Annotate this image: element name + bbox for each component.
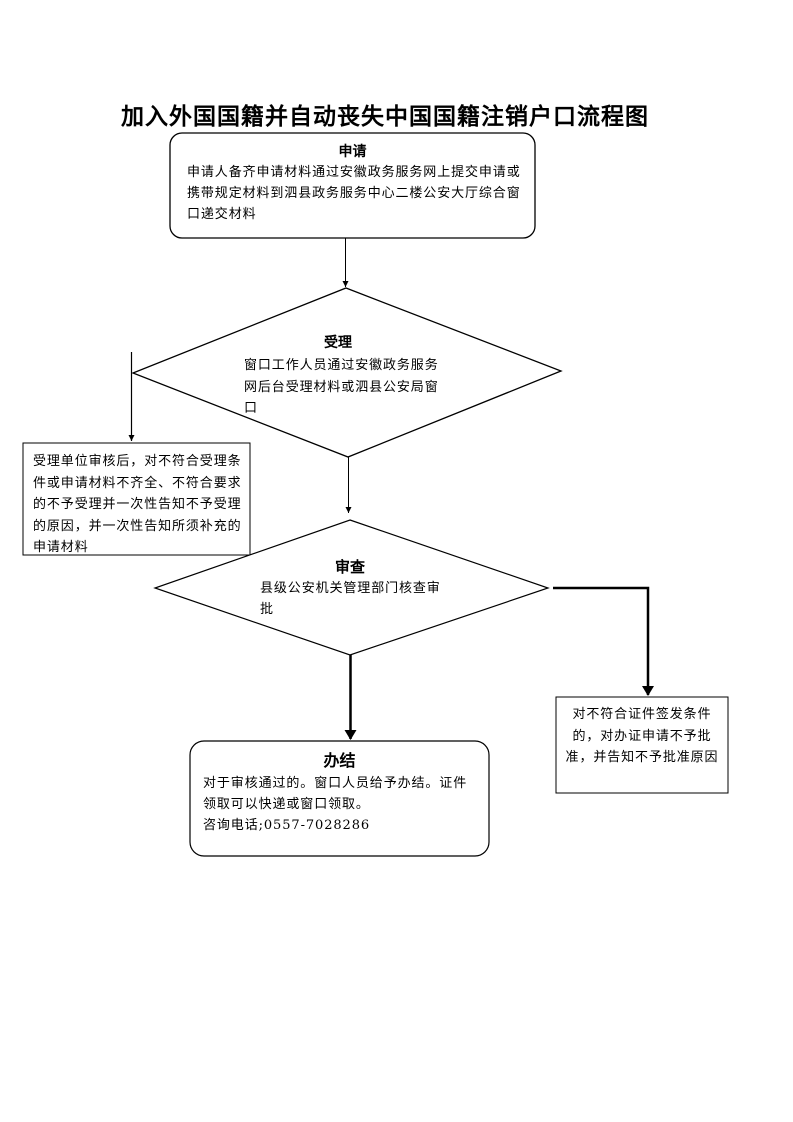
complete-box [189,740,490,857]
reject-review-line: 对不符合证件签发条件 [572,707,712,722]
contact-phone: 咨询电话;0557-7028286 [203,818,371,833]
reject-accept-line: 受理单位审核后，对不符合受理条 [33,454,242,469]
apply-line: 申请人备齐申请材料通过安徽政务服务网上提交申请或 [187,165,521,180]
apply-heading: 申请 [338,144,367,160]
reject-accept-line: 件或申请材料不齐全、不符合要求 [33,475,242,491]
review-line: 批 [260,602,274,617]
complete-heading: 办结 [323,751,356,770]
reject-review-box [555,696,729,794]
review-text: 县级公安机关管理部门核查审 批 [260,578,441,620]
accept-line: 网后台受理材料或泗县公安局窗 [244,379,439,395]
accept-line: 窗口工作人员通过安徽政务服务 [244,358,439,373]
reject-accept-line: 申请材料 [33,540,89,555]
complete-text: 对于审核通过的。窗口人员给予办结。证件 领取可以快递或窗口领取。 咨询电话;05… [203,773,467,836]
reject-review-text: 对不符合证件签发条件 的，对办证申请不予批 准，并告知不予批准原因 [556,704,728,769]
apply-line: 口递交材料 [187,207,257,222]
review-heading: 审查 [334,558,365,576]
reject-accept-text: 受理单位审核后，对不符合受理条 件或申请材料不齐全、不符合要求 的不予受理并一次… [33,451,242,559]
apply-text: 申请人备齐申请材料通过安徽政务服务网上提交申请或 携带规定材料到泗县政务服务中心… [187,162,521,225]
arrow-review-to-reject [553,586,654,696]
apply-box [169,132,536,239]
reject-accept-box [22,442,251,556]
reject-review-line: 准，并告知不予批准原因 [565,750,719,765]
reject-accept-line: 的不予受理并一次性告知不予受理 [33,497,242,512]
reject-accept-line: 的原因，并一次性告知所须补充的 [33,518,242,534]
apply-line: 携带规定材料到泗县政务服务中心二楼公安大厅综合窗 [187,186,521,201]
accept-heading: 受理 [324,335,352,351]
page-title: 加入外国国籍并自动丧失中国国籍注销户口流程图 [121,104,649,130]
complete-line: 领取可以快递或窗口领取。 [203,797,370,812]
complete-line: 对于审核通过的。窗口人员给予办结。证件 [203,776,468,791]
review-line: 县级公安机关管理部门核查审 [260,581,441,596]
reject-review-line: 的，对办证申请不予批 [572,728,712,744]
accept-line: 口 [244,401,258,416]
accept-text: 窗口工作人员通过安徽政务服务 网后台受理材料或泗县公安局窗 口 [244,355,439,420]
